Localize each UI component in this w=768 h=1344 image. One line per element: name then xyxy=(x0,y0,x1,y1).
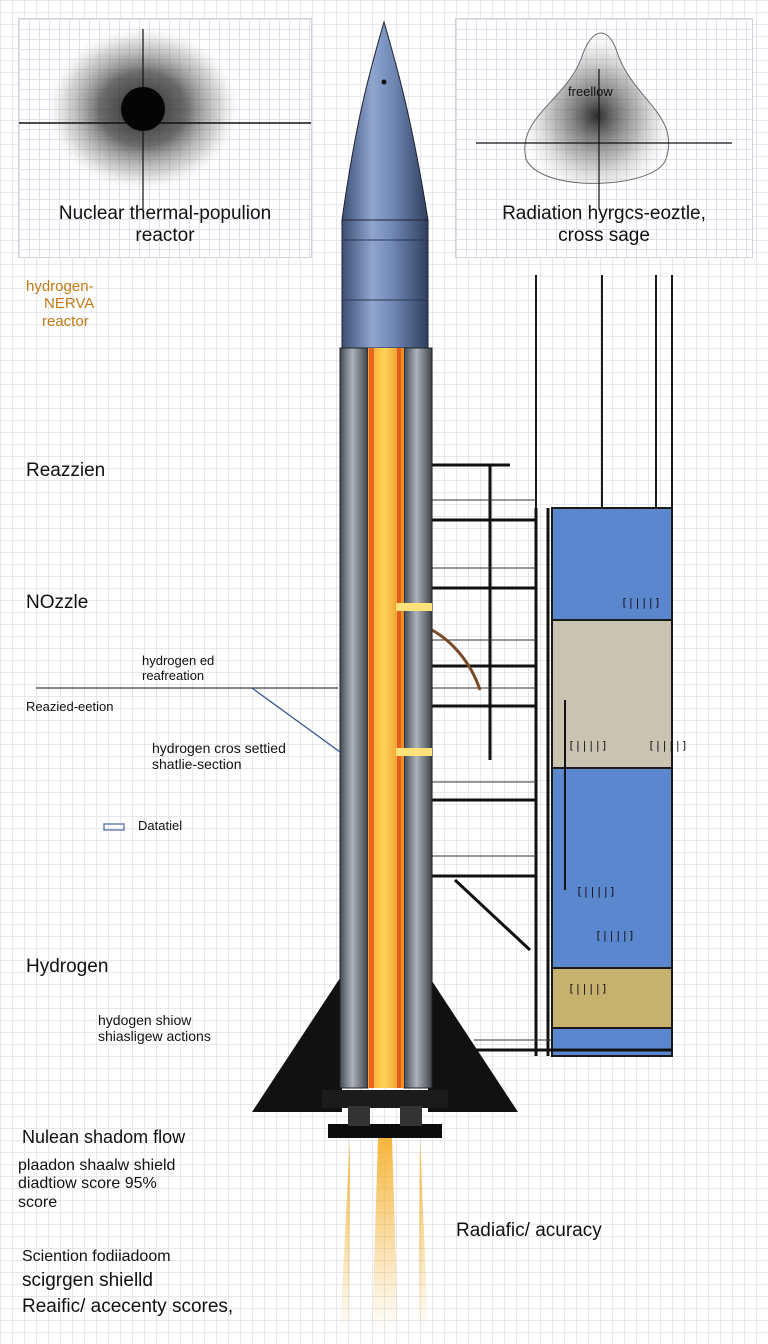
shiow-label: hydogen shiow shiasligew actions xyxy=(98,1012,211,1045)
cross-section-label: hydrogen cros settied shatlie-section xyxy=(152,740,286,773)
shadow-flow-title: Nulean shadom flow xyxy=(22,1127,186,1147)
shadow-score-block: plaadon shaalw shield diadtiow score 95%… xyxy=(18,1157,176,1211)
tower-plate: [||||] xyxy=(568,739,608,752)
radiation-inner-label: freellow xyxy=(568,84,613,99)
accuracy-label: Radiafic/ acuracy xyxy=(456,1220,602,1241)
tower-plate: [||||] xyxy=(576,885,616,898)
radiation-diagram xyxy=(476,32,732,209)
radiation-caption: Radiation hyrgcs-eoztle, cross sage xyxy=(502,203,706,246)
datatiel-label: Datatiel xyxy=(138,818,183,833)
reazzien-label: Reazzien xyxy=(26,460,106,481)
tower-plate: [||||] xyxy=(621,596,661,609)
nerva-label: hydrogen- NERVA reactor xyxy=(26,278,95,330)
reactor-diagram xyxy=(19,27,311,209)
tower-plate: [||||] xyxy=(648,739,688,752)
reactor-caption: Nuclear thermal-populion reactor xyxy=(58,203,272,246)
hydrogen-label: Hydrogen xyxy=(26,956,109,977)
hydrogened-label: hydrogen ed reafreation xyxy=(142,653,215,683)
nozzle-label: NOzzle xyxy=(26,592,89,613)
science-block: Sciention fodiiadoom scigrgen shielld Re… xyxy=(22,1248,234,1318)
reactor-panel: Nuclear thermal-populion reactor xyxy=(18,18,312,258)
tower-plate: [||||] xyxy=(595,929,635,942)
radiation-panel: freellow Radiation hyrgcs-eoztle, cross … xyxy=(455,18,753,258)
reazied-section-label: Reazied-eetion xyxy=(26,699,114,714)
tower-plate: [||||] xyxy=(568,982,608,995)
